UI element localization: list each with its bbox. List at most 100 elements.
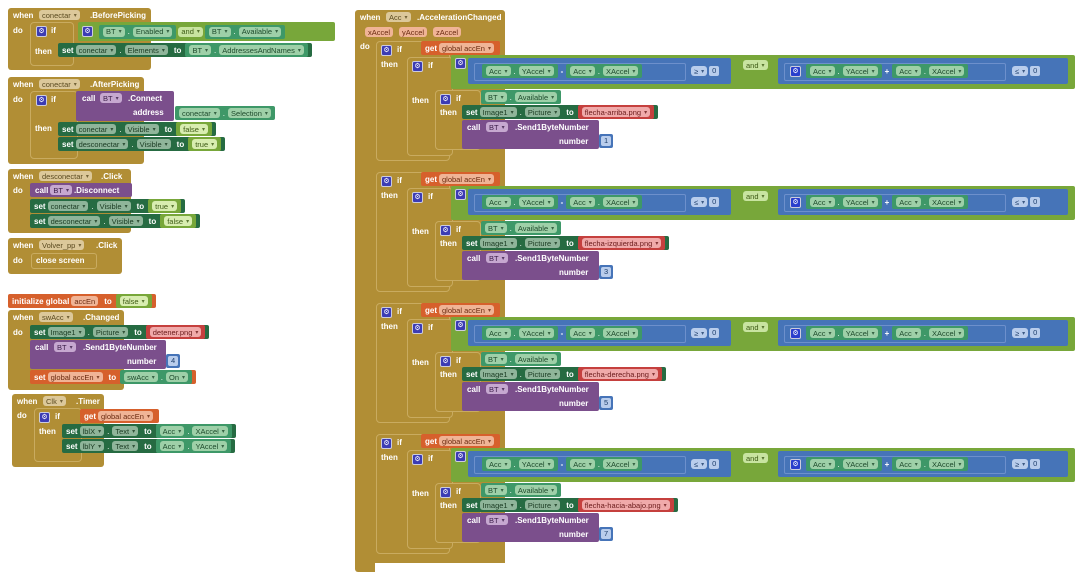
gear-icon[interactable]: ⚙ bbox=[440, 356, 451, 367]
property-dropdown[interactable]: YAccel bbox=[192, 441, 228, 451]
component-dropdown[interactable]: BT bbox=[50, 185, 72, 195]
component-dropdown[interactable]: BT bbox=[485, 354, 507, 364]
gear-icon[interactable]: ⚙ bbox=[381, 45, 392, 56]
component-getter[interactable]: Acc.YAccel bbox=[806, 457, 882, 471]
property-dropdown[interactable]: YAccel bbox=[518, 459, 554, 469]
compare-block[interactable]: ⚙ Acc.YAccel + Acc.XAccel ≤ 0 bbox=[778, 58, 1068, 84]
component-dropdown[interactable]: Acc bbox=[486, 459, 511, 469]
number-block[interactable]: 7 bbox=[599, 527, 614, 541]
compare-block[interactable]: Acc.YAccel - Acc.XAccel ≤ 0 bbox=[468, 189, 731, 215]
property-dropdown[interactable]: Available bbox=[514, 92, 558, 102]
component-dropdown[interactable]: Acc bbox=[570, 66, 595, 76]
property-dropdown[interactable]: YAccel bbox=[518, 197, 554, 207]
property-dropdown[interactable]: Available bbox=[238, 26, 282, 37]
text-value[interactable]: flecha-derecha.png bbox=[581, 369, 658, 379]
component-dropdown[interactable]: Acc bbox=[810, 197, 835, 207]
text-value[interactable]: flecha-hacia-abajo.png bbox=[581, 500, 670, 510]
get-global-block[interactable]: get global accEn bbox=[421, 434, 500, 448]
set-property-block[interactable]: set Image1. Picture to detener.png bbox=[30, 325, 210, 339]
compare-block[interactable]: Acc.YAccel - Acc.XAccel ≥ 0 bbox=[468, 58, 731, 84]
and-dropdown[interactable]: and bbox=[743, 453, 768, 463]
if-block[interactable]: ⚙ if then bbox=[30, 22, 74, 66]
call-send1bytenumber-block[interactable]: call BT .Send1ByteNumber number bbox=[462, 382, 599, 411]
gear-icon[interactable]: ⚙ bbox=[36, 26, 47, 37]
param-yaccel[interactable]: yAccel bbox=[399, 27, 428, 37]
set-property-block[interactable]: set conectar. Elements to BT.AddressesAn… bbox=[58, 43, 312, 57]
set-property-block[interactable]: set Image1. Picture to flecha-arriba.png bbox=[462, 105, 659, 119]
component-getter[interactable]: Acc.YAccel bbox=[155, 439, 232, 453]
component-dropdown[interactable]: conectar bbox=[47, 201, 89, 211]
compare-dropdown[interactable]: ≤ bbox=[1012, 197, 1029, 207]
get-global-block[interactable]: get global accEn bbox=[80, 409, 159, 423]
number-value[interactable]: 0 bbox=[709, 66, 720, 76]
property-dropdown[interactable]: On bbox=[166, 372, 189, 382]
and-dropdown[interactable]: and bbox=[743, 322, 768, 332]
property-dropdown[interactable]: Visible bbox=[96, 201, 131, 211]
property-dropdown[interactable]: Picture bbox=[524, 369, 561, 379]
property-dropdown[interactable]: AddressesAndNames bbox=[219, 45, 304, 55]
set-property-block[interactable]: set Image1. Picture to flecha-derecha.pn… bbox=[462, 367, 666, 381]
boolean-dropdown[interactable]: false bbox=[119, 296, 148, 306]
component-dropdown[interactable]: desconectar bbox=[39, 171, 92, 181]
property-dropdown[interactable]: XAccel bbox=[929, 459, 965, 469]
and-block[interactable]: ⚙ Acc.YAccel - Acc.XAccel ≥ 0 and bbox=[451, 55, 1075, 89]
inner-if-block[interactable]: ⚙ if then bbox=[435, 90, 481, 150]
component-dropdown[interactable]: swAcc bbox=[124, 372, 158, 382]
component-dropdown[interactable]: BT bbox=[486, 122, 508, 132]
variable-dropdown[interactable]: global accEn bbox=[439, 43, 494, 53]
number-value[interactable]: 0 bbox=[709, 197, 720, 207]
gear-icon[interactable]: ⚙ bbox=[412, 61, 423, 72]
number-value[interactable]: 0 bbox=[1030, 459, 1041, 469]
text-value[interactable]: flecha-izquierda.png bbox=[581, 238, 662, 248]
number-value[interactable]: 0 bbox=[709, 459, 720, 469]
component-getter[interactable]: BT.Available bbox=[481, 483, 562, 497]
compare-dropdown[interactable]: ≥ bbox=[691, 66, 708, 76]
gear-icon[interactable]: ⚙ bbox=[412, 323, 423, 334]
component-getter[interactable]: Acc.XAccel bbox=[155, 424, 232, 438]
compare-dropdown[interactable]: ≥ bbox=[1012, 328, 1029, 338]
compare-block[interactable]: Acc.YAccel - Acc.XAccel ≤ 0 bbox=[468, 451, 731, 477]
component-dropdown[interactable]: conectar bbox=[75, 124, 117, 134]
property-dropdown[interactable]: XAccel bbox=[929, 197, 965, 207]
property-dropdown[interactable]: Selection bbox=[228, 108, 271, 118]
number-value[interactable]: 0 bbox=[1030, 197, 1041, 207]
property-dropdown[interactable]: Enabled bbox=[132, 26, 173, 37]
component-getter[interactable]: BT.Available bbox=[204, 24, 286, 39]
component-dropdown[interactable]: Acc bbox=[570, 328, 595, 338]
gear-icon[interactable]: ⚙ bbox=[440, 487, 451, 498]
component-dropdown[interactable]: BT bbox=[103, 26, 125, 37]
gear-icon[interactable]: ⚙ bbox=[455, 320, 466, 331]
component-dropdown[interactable]: Acc bbox=[570, 197, 595, 207]
set-property-block[interactable]: set Image1. Picture to flecha-hacia-abaj… bbox=[462, 498, 678, 512]
component-getter[interactable]: Acc.YAccel bbox=[806, 195, 882, 209]
compare-block[interactable]: ⚙ Acc.YAccel + Acc.XAccel ≥ 0 bbox=[778, 320, 1068, 346]
property-dropdown[interactable]: Text bbox=[112, 441, 139, 451]
number-value[interactable]: 7 bbox=[601, 529, 612, 539]
property-dropdown[interactable]: XAccel bbox=[603, 328, 639, 338]
component-getter[interactable]: Acc.YAccel bbox=[482, 457, 558, 471]
component-dropdown[interactable]: lblY bbox=[79, 441, 105, 451]
gear-icon[interactable]: ⚙ bbox=[412, 454, 423, 465]
component-getter[interactable]: BT.Available bbox=[481, 90, 562, 104]
set-property-block[interactable]: set conectar. Visible to false bbox=[58, 122, 216, 136]
component-dropdown[interactable]: BT bbox=[486, 253, 508, 263]
gear-icon[interactable]: ⚙ bbox=[39, 412, 50, 423]
component-getter[interactable]: Acc.XAccel bbox=[892, 64, 969, 78]
component-dropdown[interactable]: BT bbox=[486, 384, 508, 394]
component-getter[interactable]: Acc.YAccel bbox=[482, 326, 558, 340]
component-dropdown[interactable]: BT bbox=[485, 92, 507, 102]
component-dropdown[interactable]: Acc bbox=[486, 328, 511, 338]
component-getter[interactable]: Acc.XAccel bbox=[566, 195, 643, 209]
component-dropdown[interactable]: Acc bbox=[896, 66, 921, 76]
call-send1bytenumber-block[interactable]: call BT .Send1ByteNumber number bbox=[462, 251, 599, 280]
component-dropdown[interactable]: Acc bbox=[486, 197, 511, 207]
gear-icon[interactable]: ⚙ bbox=[455, 451, 466, 462]
component-getter[interactable]: Acc.XAccel bbox=[566, 457, 643, 471]
gear-icon[interactable]: ⚙ bbox=[381, 176, 392, 187]
param-xaccel[interactable]: xAccel bbox=[365, 27, 394, 37]
component-dropdown[interactable]: BT bbox=[100, 93, 122, 103]
number-value[interactable]: 0 bbox=[1030, 328, 1041, 338]
property-dropdown[interactable]: Available bbox=[514, 354, 558, 364]
gear-icon[interactable]: ⚙ bbox=[36, 95, 47, 106]
gear-icon[interactable]: ⚙ bbox=[412, 192, 423, 203]
